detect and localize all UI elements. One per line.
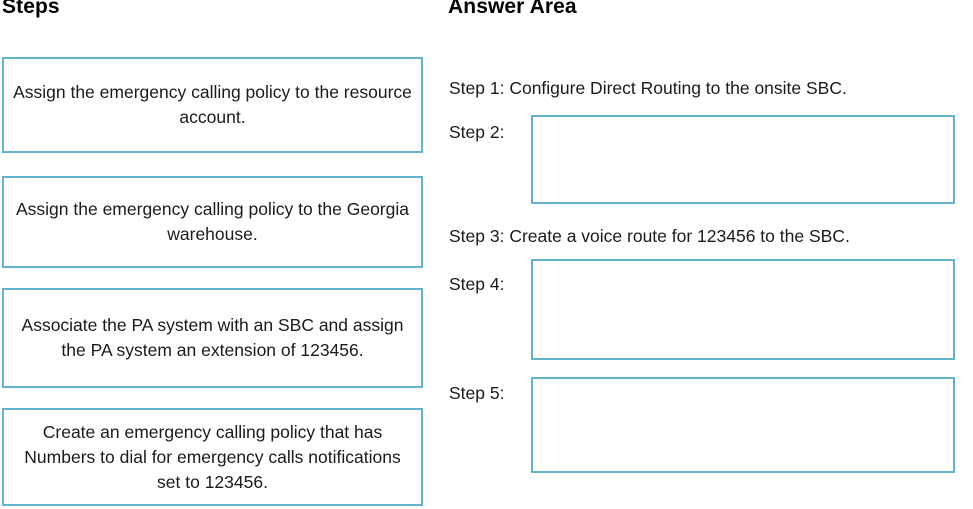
steps-panel-heading: Steps <box>2 0 60 18</box>
step-tile-draggable[interactable]: Associate the PA system with an SBC and … <box>2 288 423 388</box>
answer-step-2-label: Step 2: <box>449 122 505 142</box>
step-tile-draggable[interactable]: Assign the emergency calling policy to t… <box>2 57 423 153</box>
answer-drop-target-step-4[interactable] <box>531 259 955 360</box>
step-tile-label: Assign the emergency calling policy to t… <box>16 199 409 244</box>
answer-step-3-text: Step 3: Create a voice route for 123456 … <box>449 226 850 246</box>
answer-step-4-label: Step 4: <box>449 274 505 294</box>
step-tile-label: Associate the PA system with an SBC and … <box>21 315 404 360</box>
step-tile-label: Assign the emergency calling policy to t… <box>13 82 412 127</box>
step-tile-label: Create an emergency calling policy that … <box>24 421 401 492</box>
answer-drop-target-step-5[interactable] <box>531 377 955 473</box>
step-tile-draggable[interactable]: Create an emergency calling policy that … <box>2 408 423 506</box>
answer-step-1-text: Step 1: Configure Direct Routing to the … <box>449 78 847 98</box>
steps-panel: Steps Assign the emergency calling polic… <box>0 0 440 509</box>
answer-panel: Answer Area Step 1: Configure Direct Rou… <box>447 0 973 509</box>
answer-step-5-label: Step 5: <box>449 383 505 403</box>
answer-area-heading: Answer Area <box>448 0 577 18</box>
step-tile-draggable[interactable]: Assign the emergency calling policy to t… <box>2 176 423 268</box>
answer-drop-target-step-2[interactable] <box>531 115 955 204</box>
